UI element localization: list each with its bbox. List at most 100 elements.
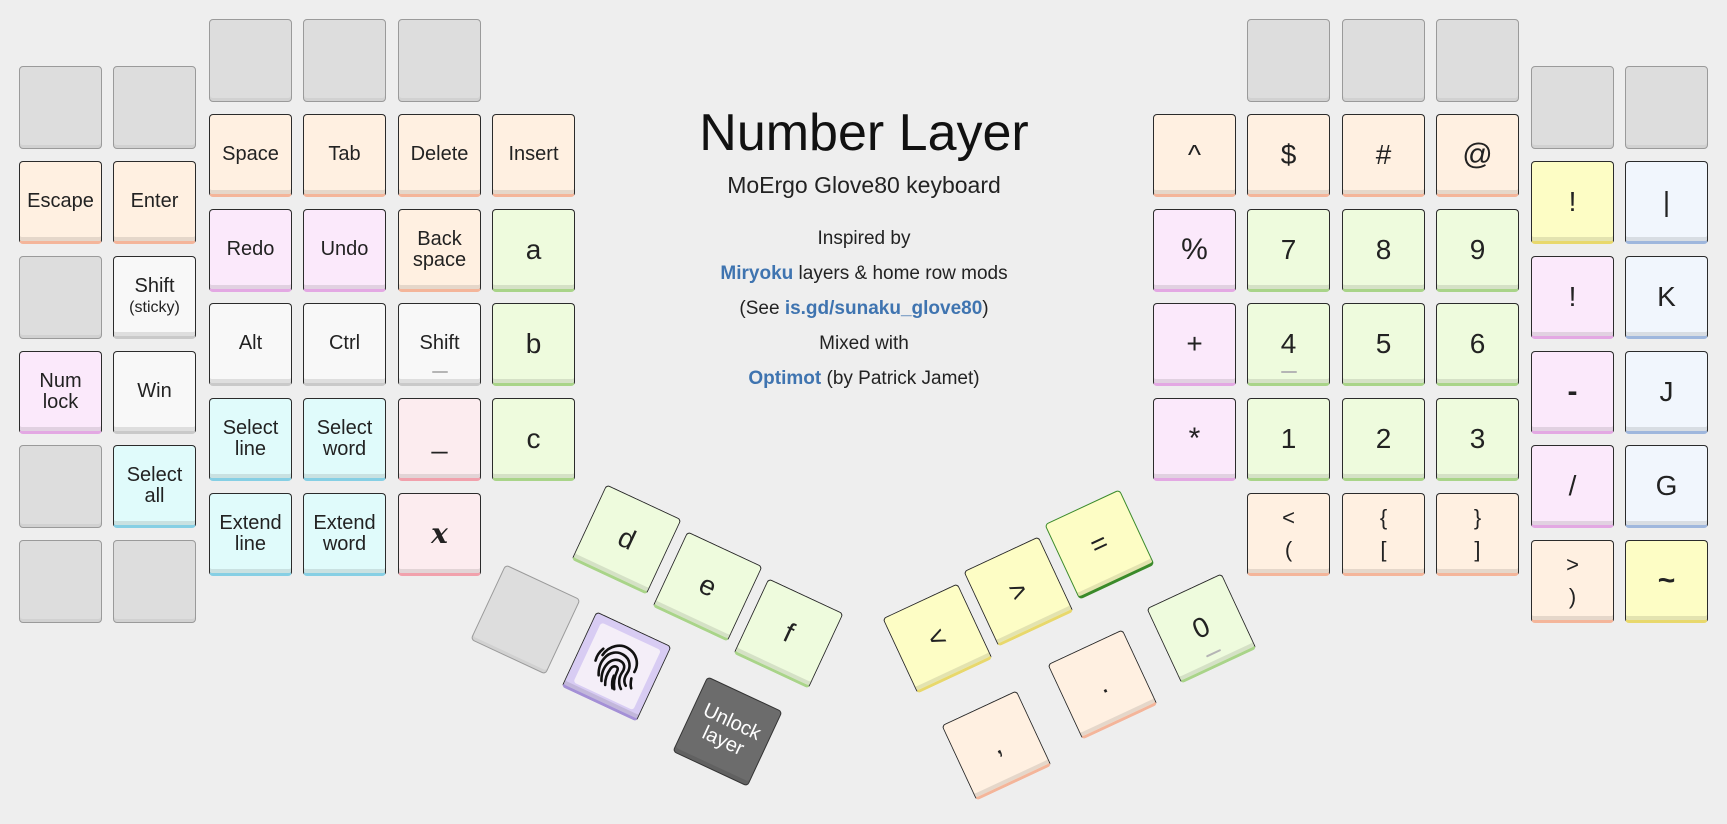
- key-left-r6-c1[interactable]: [113, 540, 196, 623]
- key-caret[interactable]: ^: [1153, 114, 1236, 197]
- key-label: f: [778, 616, 799, 649]
- optimot-link[interactable]: Optimot: [748, 368, 822, 389]
- sunaku-link[interactable]: is.gd/sunaku_glove80: [784, 298, 983, 319]
- key-right-f1[interactable]: [1247, 19, 1330, 102]
- key-6[interactable]: 6: [1436, 303, 1519, 386]
- key-label: /: [1568, 470, 1577, 501]
- key-j[interactable]: J: [1625, 351, 1708, 434]
- key-f[interactable]: f: [733, 578, 844, 689]
- key-brace-bracket-open[interactable]: { [: [1342, 493, 1425, 576]
- key-9[interactable]: 9: [1436, 209, 1519, 292]
- key-left-r1-c0[interactable]: [19, 66, 102, 149]
- key-period[interactable]: .: [1047, 629, 1158, 740]
- key-comma[interactable]: ,: [941, 690, 1052, 801]
- key-unlock-layer[interactable]: Unlock layer: [672, 676, 783, 787]
- key-gt-paren[interactable]: > ): [1531, 540, 1614, 623]
- key-dollar[interactable]: $: [1247, 114, 1330, 197]
- key-label: _: [431, 423, 448, 454]
- key-b[interactable]: b: [492, 303, 575, 386]
- key-label: +: [1186, 328, 1203, 359]
- page-title: Number Layer: [699, 104, 1029, 162]
- key-alt[interactable]: Alt: [209, 303, 292, 386]
- key-left-r5-c0[interactable]: [19, 445, 102, 528]
- key-exclamation-pink[interactable]: !: [1531, 256, 1614, 339]
- key-equals[interactable]: =: [1044, 489, 1155, 600]
- miryoku-link[interactable]: Miryoku: [720, 263, 794, 284]
- key-lt-paren[interactable]: < (: [1247, 493, 1330, 576]
- key-brace-bracket-close[interactable]: } ]: [1436, 493, 1519, 576]
- key-label: 1: [1280, 423, 1297, 454]
- key-1[interactable]: 1: [1247, 398, 1330, 481]
- credit-line-1: Inspired by: [600, 221, 1128, 256]
- key-at[interactable]: @: [1436, 114, 1519, 197]
- key-fingerprint[interactable]: [561, 611, 672, 722]
- key-redo[interactable]: Redo: [209, 209, 292, 292]
- key-left-f2[interactable]: [303, 19, 386, 102]
- key-tab[interactable]: Tab: [303, 114, 386, 197]
- key-underscore[interactable]: _: [398, 398, 481, 481]
- key-label: Unlock layer: [698, 698, 765, 760]
- key-4[interactable]: 4: [1247, 303, 1330, 386]
- key-win[interactable]: Win: [113, 351, 196, 434]
- key-label: ,: [986, 728, 1007, 761]
- key-x-cut[interactable]: x: [398, 493, 481, 576]
- key-asterisk[interactable]: *: [1153, 398, 1236, 481]
- key-label: Extend word: [313, 511, 376, 555]
- key-label: x: [431, 517, 448, 550]
- key-right-r1-c5[interactable]: [1625, 66, 1708, 149]
- key-label: G: [1655, 470, 1678, 501]
- key-sublabel: (sticky): [129, 298, 180, 316]
- key-select-line[interactable]: Select line: [209, 398, 292, 481]
- key-space[interactable]: Space: [209, 114, 292, 197]
- key-k[interactable]: K: [1625, 256, 1708, 339]
- key-plus[interactable]: +: [1153, 303, 1236, 386]
- key-shift[interactable]: Shift: [398, 303, 481, 386]
- key-minus[interactable]: -: [1531, 351, 1614, 434]
- key-undo[interactable]: Undo: [303, 209, 386, 292]
- key-5[interactable]: 5: [1342, 303, 1425, 386]
- key-left-r1-c1[interactable]: [113, 66, 196, 149]
- key-label: Space: [222, 143, 279, 165]
- key-ctrl[interactable]: Ctrl: [303, 303, 386, 386]
- key-pipe[interactable]: |: [1625, 161, 1708, 244]
- key-extend-word[interactable]: Extend word: [303, 493, 386, 576]
- key-c[interactable]: c: [492, 398, 575, 481]
- key-shift-sticky[interactable]: Shift(sticky): [113, 256, 196, 339]
- key-escape[interactable]: Escape: [19, 161, 102, 244]
- key-label: ~: [1657, 564, 1676, 597]
- key-g[interactable]: G: [1625, 445, 1708, 528]
- key-slash[interactable]: /: [1531, 445, 1614, 528]
- key-a[interactable]: a: [492, 209, 575, 292]
- key-label: Escape: [27, 190, 94, 212]
- key-backspace[interactable]: Back space: [398, 209, 481, 292]
- key-label: Redo: [226, 238, 275, 260]
- key-left-f3[interactable]: [398, 19, 481, 102]
- credits: Inspired by Miryoku layers & home row mo…: [600, 221, 1128, 396]
- key-numlock[interactable]: Num lock: [19, 351, 102, 434]
- key-left-thumb-empty[interactable]: [470, 564, 581, 675]
- key-delete[interactable]: Delete: [398, 114, 481, 197]
- key-exclamation-yellow[interactable]: !: [1531, 161, 1614, 244]
- key-left-r3-c0[interactable]: [19, 256, 102, 339]
- key-label: <: [923, 620, 952, 656]
- key-label: c: [526, 423, 541, 454]
- key-tilde[interactable]: ~: [1625, 540, 1708, 623]
- credit-miryoku-rest: layers & home row mods: [793, 263, 1008, 284]
- key-left-r6-c0[interactable]: [19, 540, 102, 623]
- key-8[interactable]: 8: [1342, 209, 1425, 292]
- key-extend-line[interactable]: Extend line: [209, 493, 292, 576]
- key-zero[interactable]: 0: [1146, 573, 1257, 684]
- key-3[interactable]: 3: [1436, 398, 1519, 481]
- key-left-f1[interactable]: [209, 19, 292, 102]
- key-2[interactable]: 2: [1342, 398, 1425, 481]
- key-hash[interactable]: #: [1342, 114, 1425, 197]
- key-right-r1-c4[interactable]: [1531, 66, 1614, 149]
- key-enter[interactable]: Enter: [113, 161, 196, 244]
- key-select-word[interactable]: Select word: [303, 398, 386, 481]
- key-right-f2[interactable]: [1342, 19, 1425, 102]
- key-right-f3[interactable]: [1436, 19, 1519, 102]
- key-select-all[interactable]: Select all: [113, 445, 196, 528]
- key-insert[interactable]: Insert: [492, 114, 575, 197]
- key-percent[interactable]: %: [1153, 209, 1236, 292]
- key-7[interactable]: 7: [1247, 209, 1330, 292]
